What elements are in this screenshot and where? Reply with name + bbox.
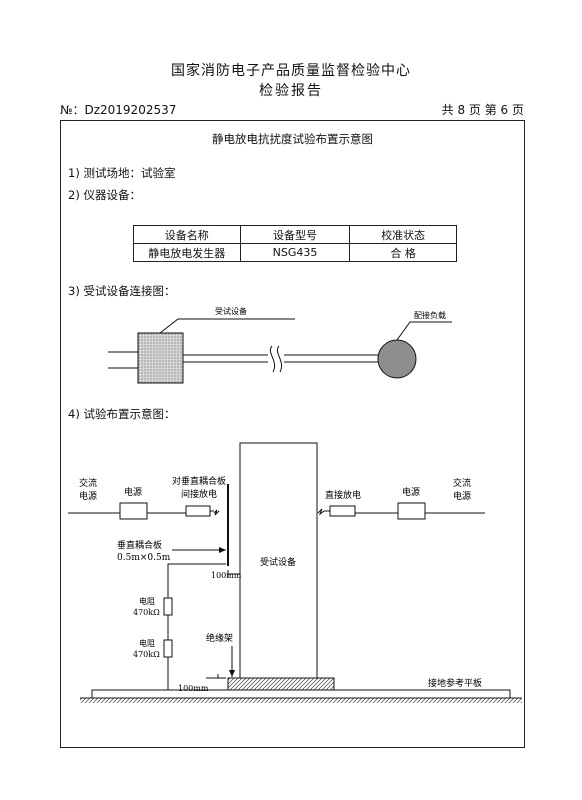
esd-generator-left bbox=[185, 505, 211, 517]
table-cell: NSG435 bbox=[239, 243, 351, 262]
power-left-label: 电源 bbox=[124, 486, 142, 498]
eut-box bbox=[137, 332, 184, 384]
diagrams: 受试设备 配接负载 接地参考平板 受试设备 绝缘架 100mm 交流 电源 电源 bbox=[68, 306, 522, 703]
vcp-label-2: 0.5m×0.5m bbox=[117, 553, 171, 563]
item-test-site: 1) 测试场地：试验室 bbox=[68, 166, 176, 180]
resistor-2-value: 470kΩ bbox=[133, 650, 160, 659]
report-title: 检验报告 bbox=[259, 83, 323, 99]
ac-power-left-1: 交流 bbox=[79, 477, 97, 489]
vcp-indirect-1: 对垂直耦合板 bbox=[172, 475, 226, 487]
earth-hatch bbox=[80, 698, 522, 703]
spark-right-icon bbox=[317, 508, 325, 516]
resistor-2-label: 电阻 bbox=[139, 638, 155, 648]
eut-label: 受试设备 bbox=[215, 306, 247, 316]
ac-power-left-2: 电源 bbox=[79, 490, 97, 502]
resistor-2 bbox=[163, 639, 173, 658]
table-row: 静电放电发生器 NSG435 合 格 bbox=[133, 243, 457, 262]
load-leader-line bbox=[396, 321, 452, 341]
power-box-right bbox=[397, 502, 426, 520]
vcp-label-1: 垂直耦合板 bbox=[117, 539, 162, 551]
ac-power-right-2: 电源 bbox=[453, 490, 471, 502]
report-number: №：Dz2019202537 bbox=[60, 103, 177, 117]
resistor-1-value: 470kΩ bbox=[133, 608, 160, 617]
eut-leader-line bbox=[159, 318, 295, 334]
org-name: 国家消防电子产品质量监督检验中心 bbox=[171, 63, 411, 79]
item-equipment: 2) 仪器设备： bbox=[68, 188, 141, 202]
eut-box-layout bbox=[239, 442, 318, 679]
ac-power-right-1: 交流 bbox=[453, 477, 471, 489]
item-layout: 4) 试验布置示意图： bbox=[68, 407, 176, 421]
distance-100mm-a: 100mm bbox=[211, 571, 242, 580]
esd-generator-right bbox=[329, 505, 356, 517]
page-count: 共 8 页 第 6 页 bbox=[441, 103, 524, 117]
insulation-stand-label: 绝缘架 bbox=[206, 632, 233, 644]
load-circle bbox=[377, 339, 417, 379]
power-box-left bbox=[119, 502, 148, 520]
spark-left-icon bbox=[213, 509, 220, 516]
connection-diagram: 受试设备 配接负载 bbox=[108, 306, 452, 384]
resistor-1 bbox=[163, 597, 173, 616]
distance-100mm-b: 100mm bbox=[178, 684, 209, 693]
equipment-table: 设备名称 设备型号 校准状态 静电放电发生器 NSG435 合 格 bbox=[133, 225, 457, 262]
load-label: 配接负载 bbox=[414, 310, 446, 320]
vcp-indirect-2: 间接放电 bbox=[181, 488, 217, 500]
eut-label-layout: 受试设备 bbox=[260, 556, 296, 568]
table-header: 设备名称 bbox=[133, 225, 241, 244]
item-connection: 3) 受试设备连接图： bbox=[68, 284, 176, 298]
section-title: 静电放电抗扰度试验布置示意图 bbox=[212, 132, 373, 146]
table-header-row: 设备名称 设备型号 校准状态 bbox=[133, 225, 457, 244]
power-right-label: 电源 bbox=[402, 486, 420, 498]
table-cell: 合 格 bbox=[349, 243, 457, 262]
ground-plane-label: 接地参考平板 bbox=[428, 677, 482, 689]
direct-discharge-label: 直接放电 bbox=[325, 489, 361, 501]
insulation-stand bbox=[227, 677, 335, 691]
layout-diagram: 接地参考平板 受试设备 绝缘架 100mm 交流 电源 电源 对垂直耦合板 间接… bbox=[68, 442, 522, 703]
ground-plane bbox=[91, 689, 511, 699]
break-mark bbox=[269, 345, 276, 373]
table-cell: 静电放电发生器 bbox=[133, 243, 241, 262]
resistor-1-label: 电阻 bbox=[139, 596, 155, 606]
content-frame bbox=[60, 120, 525, 748]
